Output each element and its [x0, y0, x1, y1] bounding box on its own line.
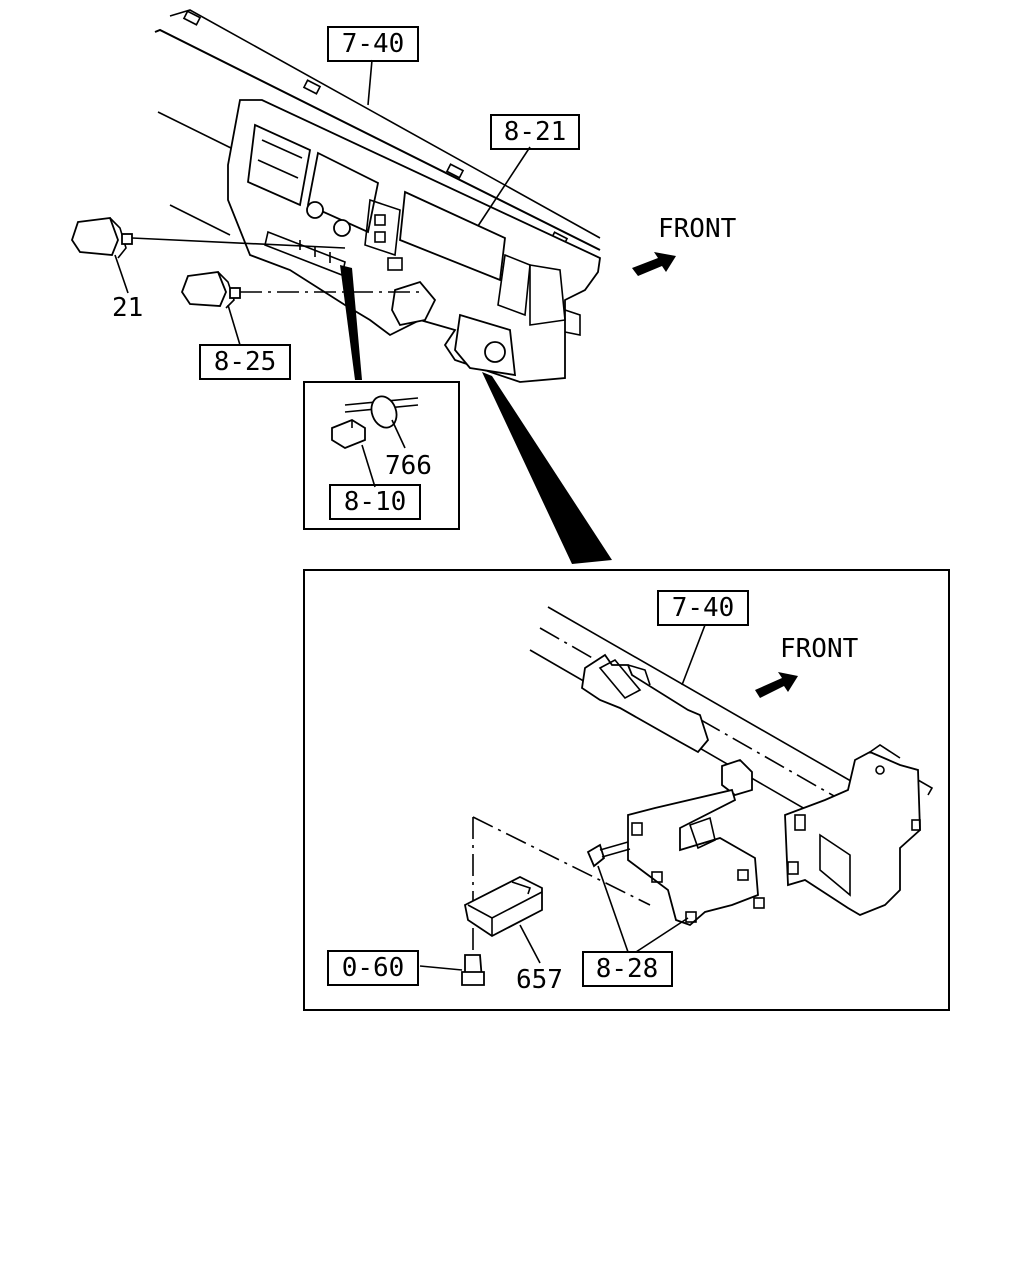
detail-pointer-small [340, 265, 362, 380]
ref-box-0-60 [327, 950, 419, 986]
ref-box-8-28 [582, 951, 673, 987]
ref-box-8-10 [329, 484, 421, 520]
front-label-top: FRONT [658, 214, 737, 244]
switch-part-21 [71, 217, 346, 294]
front-arrow-top [632, 252, 676, 276]
leader-7-40-top [367, 59, 373, 106]
front-label-detail: FRONT [780, 634, 859, 664]
part-number-21: 21 [112, 293, 143, 323]
part-number-657: 657 [516, 965, 563, 995]
ref-8-10: 8-10 [344, 487, 407, 517]
front-arrow-detail [755, 672, 798, 698]
ref-8-21: 8-21 [504, 117, 567, 147]
detail-box-small [303, 381, 460, 530]
ref-box-8-21 [490, 114, 580, 150]
cross-member-drawing [529, 606, 934, 953]
ref-7-40-detail: 7-40 [672, 593, 735, 623]
ref-box-7-40-detail [657, 590, 749, 626]
ref-box-7-40-top [327, 26, 419, 62]
harness-clip-drawing [331, 395, 419, 488]
switch-part-8-25 [180, 271, 420, 346]
instrument-panel-drawing [154, 9, 601, 383]
ref-7-40-top: 7-40 [342, 29, 405, 59]
ref-box-8-25 [199, 344, 291, 380]
detail-box-large [303, 569, 950, 1011]
ref-8-25: 8-25 [214, 347, 277, 377]
module-657-drawing [419, 816, 651, 986]
part-number-766: 766 [385, 451, 432, 481]
ref-8-28: 8-28 [596, 954, 659, 984]
ref-0-60: 0-60 [342, 953, 405, 983]
leader-7-40-detail [681, 624, 706, 686]
detail-pointer-large [482, 372, 612, 564]
leader-8-21 [477, 146, 531, 227]
